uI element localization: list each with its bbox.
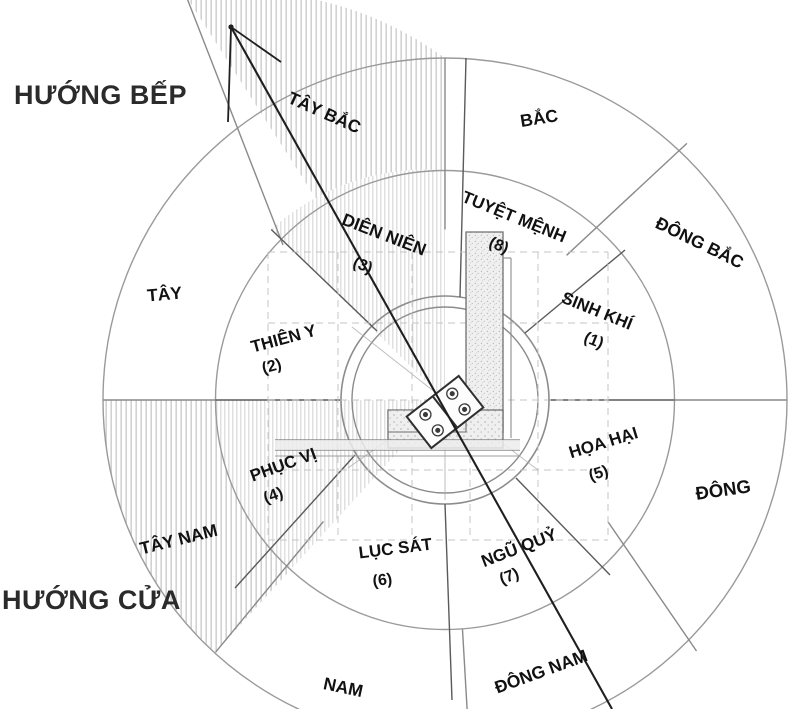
outer-label-nam: NAM [322,673,365,701]
outer-label-dong: ĐÔNG [694,475,752,504]
kitchen-floor-plan [275,231,520,457]
annotation-huong-bep: HƯỚNG BẾP [14,80,187,110]
outer-label-bac: BẮC [519,104,560,131]
inner-number-luc-sat: (6) [372,571,393,590]
outer-label-dong-bac: ĐÔNG BẮC [652,212,747,273]
stove-burners [419,387,471,437]
wall-segment [275,439,520,457]
outer-label-dong-nam: ĐÔNG NAM [492,644,591,697]
inner-number-dien-nien: (3) [350,254,374,277]
inner-label-luc-sat: LỤC SÁT [358,535,434,563]
inner-label-sinh-khi: SINH KHÍ [559,288,636,334]
inner-label-ngu-quy: NGŨ QUỶ [478,524,560,571]
outer-label-tay: TÂY [146,282,183,306]
inner-number-ngu-quy: (7) [497,565,521,588]
inner-sector-dien-nien-fill [271,169,445,400]
inner-number-hoa-hai: (5) [587,463,611,485]
inner-number-phuc-vi: (4) [261,484,285,507]
inner-number-thien-y: (2) [260,356,283,377]
annotation-huong-cua: HƯỚNG CỬA [2,585,181,615]
inner-number-sinh-khi: (1) [581,329,606,352]
outer-ring-dividers [103,0,787,709]
inner-label-thien-y: THIÊN Y [249,321,319,357]
stove-direction-arrow [227,24,613,709]
inner-number-tuyet-menh: (8) [486,234,511,257]
inner-label-hoa-hai: HỌA HẠI [567,423,641,462]
